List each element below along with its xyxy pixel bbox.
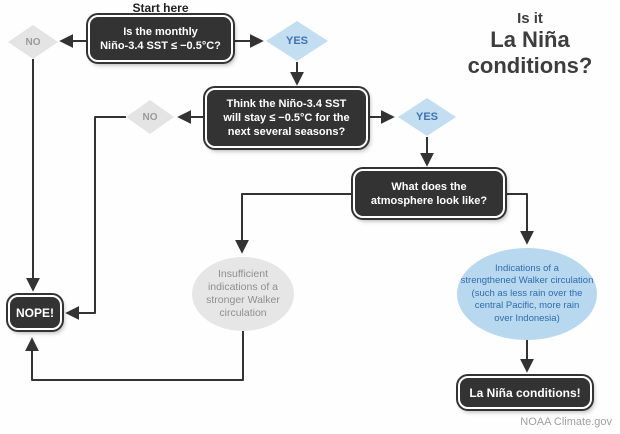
nope-box: NOPE! — [8, 295, 62, 330]
question-atmosphere-box: What does the atmosphere look like? — [353, 169, 505, 218]
page-title-line3: conditions? — [467, 52, 593, 78]
page-title: Is it La Niña conditions? — [452, 8, 608, 80]
question-persistence-box: Think the Niño-3.4 SST will stay ≤ −0.5°… — [205, 88, 368, 148]
page-title-line2: La Niña — [490, 27, 570, 53]
insufficient-walker-ellipse: Insufficient indications of a stronger W… — [192, 257, 294, 331]
start-here-label: Start here — [132, 0, 189, 15]
la-nina-conditions-box: La Niña conditions! — [458, 376, 592, 409]
noaa-credit: NOAA Climate.gov — [520, 416, 612, 428]
page-title-line1: Is it — [517, 10, 543, 28]
strengthened-walker-ellipse: Indications of a strengthened Walker cir… — [457, 248, 597, 340]
question-monthly-sst-box: Is the monthly Niño-3.4 SST ≤ −0.5°C? — [88, 15, 233, 62]
